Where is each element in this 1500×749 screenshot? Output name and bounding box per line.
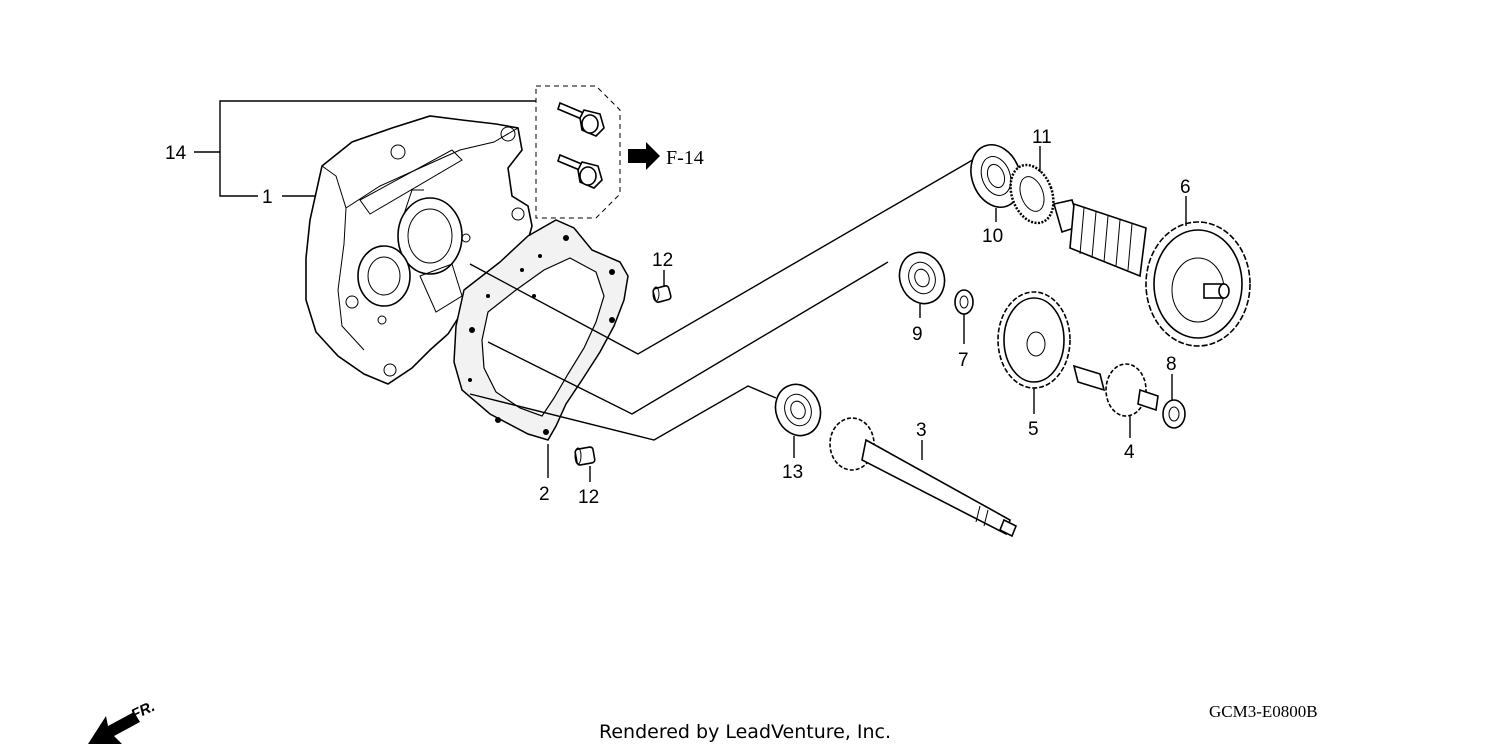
callouts: 14 1 2 3 4 5 6 7 8 9 10 11 12 12 13 — [165, 127, 1191, 508]
callout-13: 13 — [782, 462, 803, 483]
part-3-drive-shaft — [829, 417, 1018, 538]
bracket-14 — [194, 100, 536, 197]
front-direction-arrow-icon — [88, 712, 140, 744]
callout-12-lower: 12 — [578, 487, 599, 508]
part-9-bearing — [898, 251, 946, 305]
part-1-case — [305, 115, 533, 385]
part-2-gasket — [453, 219, 629, 441]
leader-lines — [469, 157, 977, 441]
callout-7: 7 — [958, 350, 969, 371]
callout-8: 8 — [1166, 354, 1177, 375]
part-11-seal — [1009, 163, 1055, 225]
right-arrow-icon — [628, 142, 660, 170]
callout-11: 11 — [1032, 127, 1052, 148]
callout-10: 10 — [982, 226, 1003, 247]
part-13-bearing — [774, 383, 822, 437]
callout-5: 5 — [1028, 419, 1039, 440]
bolt-lower — [557, 153, 603, 189]
part-6-final-shaft — [1052, 199, 1251, 347]
callout-9: 9 — [912, 324, 923, 345]
callout-3: 3 — [916, 420, 927, 441]
part-12-dowel-upper — [652, 285, 672, 303]
bolt-box — [535, 85, 621, 219]
callout-4: 4 — [1124, 442, 1135, 463]
callout-leaders — [547, 146, 1187, 482]
callout-2: 2 — [539, 484, 550, 505]
credit-text: Rendered by LeadVenture, Inc. — [599, 721, 891, 743]
part-5-gear — [997, 291, 1071, 389]
part-7-washer — [954, 289, 974, 315]
callout-12-upper: 12 — [652, 250, 673, 271]
reference-f14: F-14 — [628, 142, 704, 170]
callout-14: 14 — [165, 143, 187, 164]
part-4-countershaft — [1072, 363, 1159, 417]
callout-1: 1 — [262, 187, 273, 208]
reference-label: F-14 — [666, 147, 704, 169]
part-12-dowel-lower — [574, 446, 596, 466]
part-8-washer — [1162, 399, 1186, 429]
callout-6: 6 — [1180, 177, 1191, 198]
front-direction-indicator: FR. — [88, 698, 158, 744]
bolt-upper — [557, 101, 605, 137]
diagram-code: GCM3-E0800B — [1209, 702, 1318, 721]
part-10-bearing — [970, 144, 1022, 208]
front-direction-label: FR. — [129, 698, 158, 724]
